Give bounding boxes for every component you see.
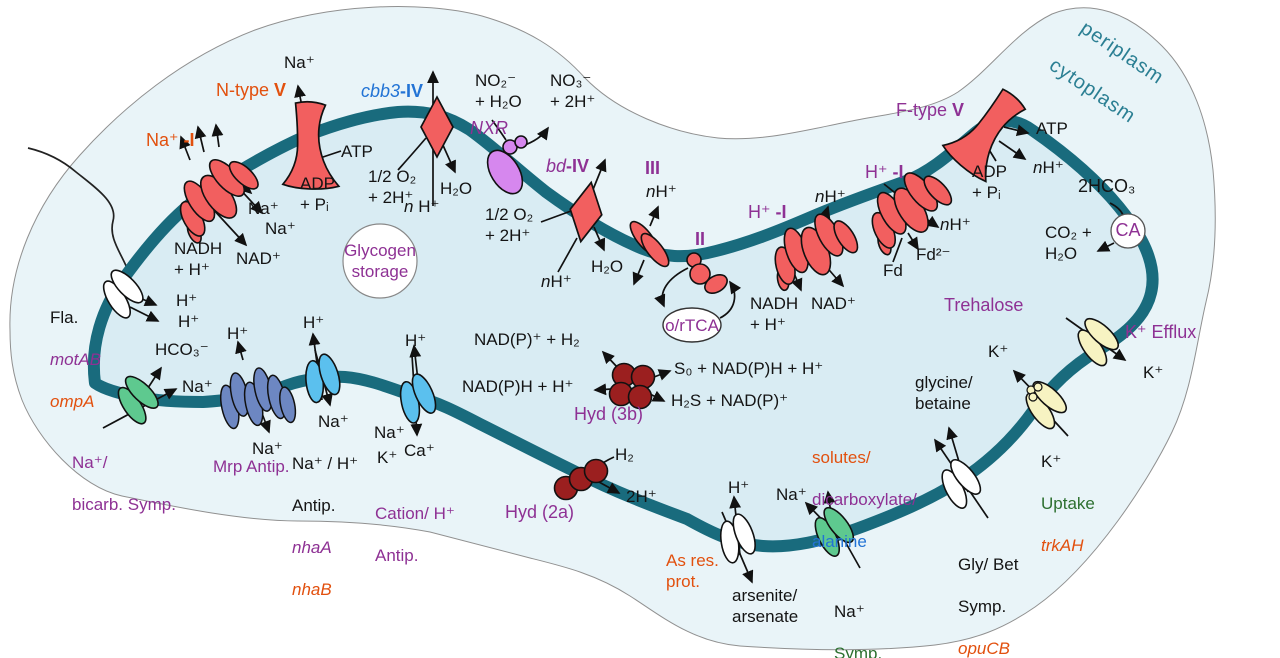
nadh-label-left: NADH + H⁺ — [174, 239, 223, 279]
h-fla-2-label: H⁺ — [178, 312, 200, 331]
nh-bd-label: nH⁺ — [541, 272, 572, 291]
f-type-v-label: F-type V — [896, 100, 965, 120]
as-res-label: As res. prot. — [666, 551, 719, 591]
na-symp-in-label: Na⁺ — [776, 485, 807, 504]
glycine-betaine-label: glycine/ betaine — [915, 373, 973, 413]
2h-label: 2H⁺ — [626, 487, 657, 506]
nh-cbb3-label: n H⁺ — [404, 197, 440, 216]
hyd2a-enzyme-icon — [553, 458, 609, 501]
fd-label: Fd — [883, 261, 903, 280]
mrp-antiporter-icon — [219, 367, 297, 430]
na-out-1-label: Na⁺ — [248, 199, 279, 218]
hyd2a-label: Hyd (2a) — [505, 502, 575, 522]
k-efflux-label: K⁺ Efflux — [1125, 322, 1197, 342]
nh-iii-label: nH⁺ — [646, 182, 677, 201]
nh-c1b-label: nH⁺ — [940, 215, 971, 234]
k-cation-label: K⁺ — [377, 448, 398, 467]
h2o-bd-label: H₂O — [591, 257, 624, 276]
nha-antip-label: Na⁺ / H⁺ Antip. nhaA nhaB — [292, 454, 359, 599]
adp-pi-label-n: ADP + Pᵢ — [300, 174, 335, 214]
nxr-enzyme-icon — [486, 135, 528, 195]
glybet-symp-label: Gly/ Bet Symp. opuCB opuD — [958, 555, 1019, 658]
flagellum-label: Fla. motAB ompA — [50, 308, 102, 411]
carbonic-anhydrase-icon — [1110, 213, 1146, 249]
nad-label-mid: NAD⁺ — [811, 294, 856, 313]
na-symp-label: Na⁺ Symp. — [834, 602, 883, 658]
na-mrp-label: Na⁺ — [252, 439, 283, 458]
h-complex-i-a-label: H⁺ -I — [748, 202, 787, 222]
na-out-2-label: Na⁺ — [265, 219, 296, 238]
bicarb-symp-label: Na⁺/ bicarb. Symp. — [72, 453, 176, 514]
solutes-label: solutes/ dicarboxylate/ alanine — [812, 448, 917, 551]
complex-ii-icon — [686, 252, 728, 294]
na-complex-i-label: Na⁺ -I — [146, 130, 195, 150]
k-in-label: K⁺ — [988, 342, 1009, 361]
arsenite-label: arsenite/ arsenate — [732, 586, 799, 626]
glycogen-label: Glycogen storage — [344, 241, 416, 281]
ortca-label: o/rTCA — [665, 316, 719, 335]
cation-antip-label: Cation/ H⁺ Antip. — [375, 504, 455, 565]
na-export-label: Na⁺ — [284, 53, 315, 72]
no3-label: NO₃⁻ + 2H⁺ — [550, 71, 596, 111]
glycogen-granule-icon — [342, 223, 418, 299]
ortca-cycle-icon — [662, 307, 722, 343]
nadph-h-label: NAD(P)H + H⁺ — [462, 377, 574, 396]
o2-cbb3-label: 1/2 O₂ + 2H⁺ — [368, 167, 417, 207]
k-out-label: K⁺ — [1143, 363, 1164, 382]
flagellum-filament — [27, 147, 131, 277]
na-cation-label: Na⁺ — [374, 423, 405, 442]
k-uptake-label: K⁺ Uptake trkAH — [1041, 452, 1095, 555]
hco3-label: HCO₃⁻ — [155, 340, 209, 359]
nh-c1a-label: nH⁺ — [815, 187, 846, 206]
nad-label-left: NAD⁺ — [236, 249, 281, 268]
atp-label-n: ATP — [341, 142, 373, 161]
complex-iii-icon — [629, 220, 670, 268]
bd-iv-label: bd-IV — [546, 156, 590, 176]
adp-pi-label-f: ADP + Pᵢ — [972, 162, 1007, 202]
h2-label: H₂ — [615, 445, 634, 464]
cbb3-iv-label: cbb3-IV — [361, 81, 424, 101]
o2-bd-label: 1/2 O₂ + 2H⁺ — [485, 205, 534, 245]
trk-transporter-icon — [1014, 373, 1076, 435]
trehalose-label: Trehalose — [944, 295, 1024, 315]
complex-iii-label: III — [645, 158, 661, 178]
nh-f-label: nH⁺ — [1033, 158, 1064, 177]
ca-cation-label: Ca⁺ — [404, 441, 435, 460]
h2s-label: H₂S + NAD(P)⁺ — [671, 391, 789, 410]
h-cation-label: H⁺ — [405, 331, 427, 350]
co2-h2o-label: CO₂ + H₂O — [1045, 223, 1092, 263]
hyd3b-enzyme-icon — [608, 362, 656, 410]
h-mrp-label: H⁺ — [227, 324, 249, 343]
h-as-label: H⁺ — [728, 478, 750, 497]
nadp-h2-label: NAD(P)⁺ + H₂ — [474, 330, 580, 349]
n-type-v-label: N-type V — [216, 80, 287, 100]
h2o-cbb3-label: H₂O — [440, 179, 473, 198]
no2-label: NO₂⁻ + H₂O — [475, 71, 522, 111]
hco3-2-label: 2HCO₃ — [1078, 176, 1136, 196]
nadh-label-mid: NADH + H⁺ — [750, 294, 799, 334]
hyd3b-label: Hyd (3b) — [574, 404, 644, 424]
s0-label: S₀ + NAD(P)H + H⁺ — [674, 359, 824, 378]
mrp-antip-label: Mrp Antip. — [213, 457, 290, 476]
na-nha-label: Na⁺ — [318, 412, 349, 431]
atp-label-f: ATP — [1036, 119, 1068, 138]
na-bicarb-label: Na⁺ — [182, 377, 213, 396]
h-fla-1-label: H⁺ — [176, 291, 198, 310]
ca-label: CA — [1115, 220, 1141, 240]
h-complex-i-b-label: H⁺ -I — [865, 162, 904, 182]
fd2-label: Fd²⁻ — [916, 245, 951, 264]
complex-ii-label: II — [695, 229, 706, 249]
h-nha-label: H⁺ — [303, 313, 325, 332]
nxr-label: NXR — [470, 118, 509, 138]
